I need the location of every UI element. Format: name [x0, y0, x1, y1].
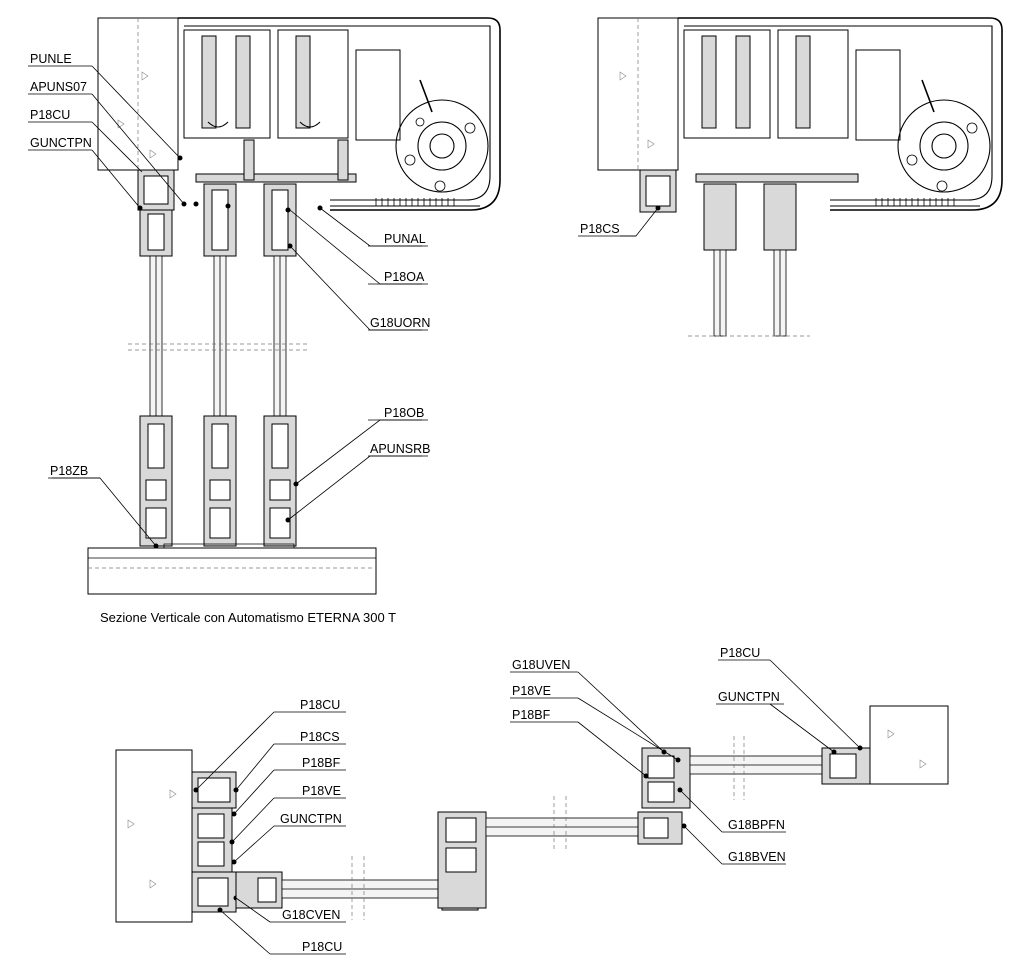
left-jamb-wall — [115, 749, 193, 923]
label-h-p18cu-bottom: P18CU — [302, 940, 342, 954]
motor-housing-outline — [178, 17, 501, 211]
label-h-p18ve: P18VE — [302, 784, 341, 798]
label-gunctpn: GUNCTPN — [30, 136, 92, 150]
sash-bottom-frames — [139, 415, 299, 549]
label-h-g18bven: G18BVEN — [728, 850, 786, 864]
label-p18ob: P18OB — [384, 406, 424, 420]
label-h-g18uven: G18UVEN — [512, 658, 570, 672]
label-h-p18cu-right: P18CU — [720, 646, 760, 660]
pulley-arm — [419, 79, 433, 113]
carriage-rail-1 — [201, 35, 217, 129]
glass-panes — [149, 255, 287, 417]
label-h-p18cu-top: P18CU — [300, 698, 340, 712]
label-h-p18bf-right: P18BF — [512, 708, 551, 722]
label-h-g18bpfn: G18BPFN — [728, 818, 785, 832]
vertical-section-alternate: P18CS — [578, 17, 1003, 337]
floor-slab — [87, 547, 377, 595]
label-punle: PUNLE — [30, 52, 72, 66]
carriage-rail-2 — [235, 35, 251, 129]
bottom-guide — [163, 543, 295, 548]
drive-pulley — [395, 99, 489, 193]
leader-underlines-vertical — [28, 65, 428, 479]
track-chamber-1 — [183, 29, 271, 139]
label-p18oa: P18OA — [384, 270, 425, 284]
label-apuns07: APUNS07 — [30, 80, 87, 94]
horizontal-section: P18CU P18CS P18BF P18VE GUNCTPN G18CVEN … — [115, 646, 949, 955]
label-h-p18bf: P18BF — [302, 756, 341, 770]
vertical-section-main: PUNLE APUNS07 P18CU GUNCTPN PUNAL P18OA … — [28, 17, 501, 625]
label-g18uorn: G18UORN — [370, 316, 430, 330]
right-jamb-wall — [869, 705, 949, 785]
carriage-rail-3 — [295, 35, 311, 129]
concrete-hatch — [117, 71, 157, 159]
pulley-hub-outer — [417, 121, 467, 171]
caption: Sezione Verticale con Automatismo ETERNA… — [100, 610, 396, 625]
label-apunsrb: APUNSRB — [370, 442, 430, 456]
motor-housing-inner — [184, 25, 491, 201]
label-h-gunctpn: GUNCTPN — [280, 812, 342, 826]
sash-top-frames — [139, 183, 323, 257]
label-h-g18cven: G18CVEN — [282, 908, 340, 922]
mounting-bracket — [195, 173, 357, 183]
label-p18zb: P18ZB — [50, 464, 88, 478]
label-h-p18cs: P18CS — [300, 730, 340, 744]
label-punal: PUNAL — [384, 232, 426, 246]
track-chamber-2 — [277, 29, 349, 139]
leaders-horizontal-left — [195, 711, 346, 955]
motor-unit — [355, 49, 401, 141]
label-h-p18ve-right: P18VE — [512, 684, 551, 698]
leaders-horizontal-right — [510, 659, 861, 865]
label-p18cu: P18CU — [30, 108, 70, 122]
label-alt-p18cs: P18CS — [580, 222, 620, 236]
wheel-seats — [207, 121, 321, 128]
label-h-gunctpn-right: GUNCTPN — [718, 690, 780, 704]
belt-teeth — [375, 198, 455, 206]
pulley-hub-inner — [429, 133, 455, 159]
